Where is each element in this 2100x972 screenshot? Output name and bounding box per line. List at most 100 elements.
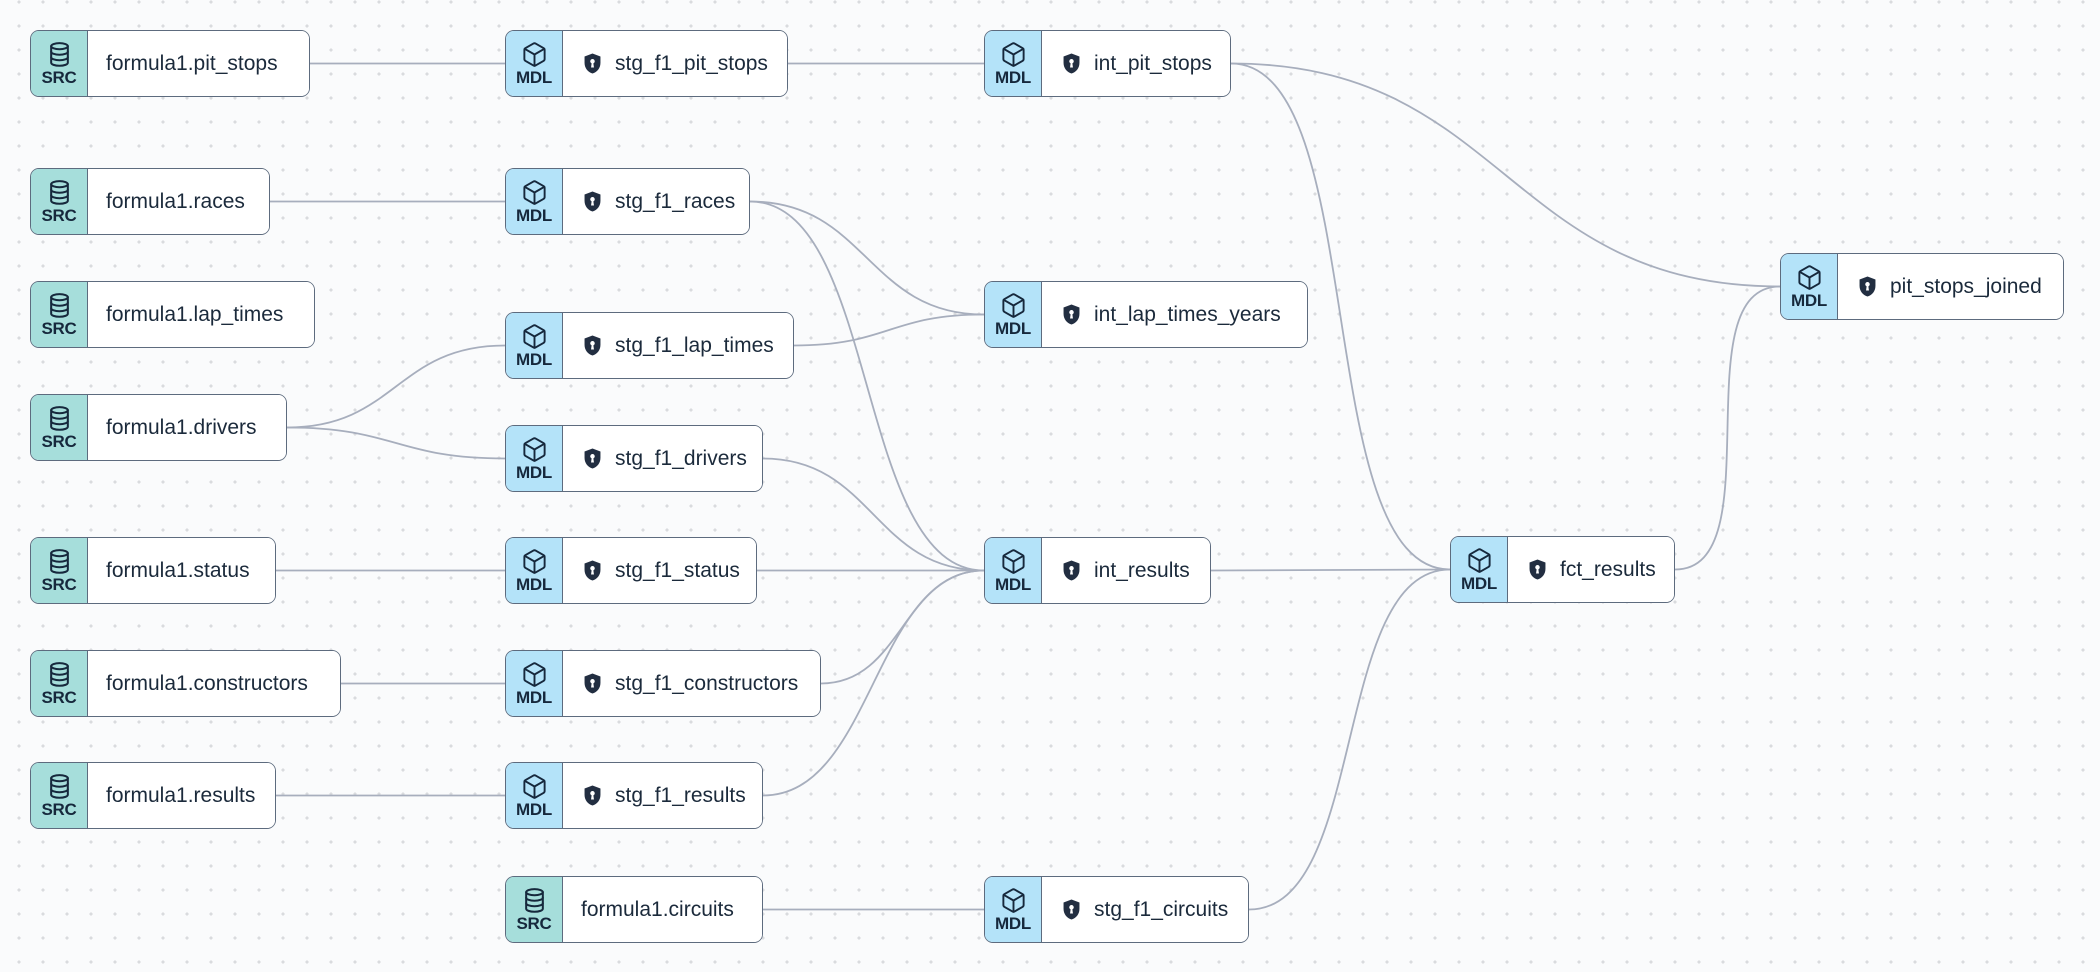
database-icon	[49, 662, 69, 687]
node-label: formula1.status	[106, 558, 250, 582]
mdl-type-badge: MDL	[1781, 254, 1838, 319]
src-type-badge: SRC	[31, 395, 88, 460]
src-type-badge: SRC	[31, 282, 88, 347]
node-formula1.drivers[interactable]: SRC formula1.drivers	[30, 394, 287, 461]
edge-fct_results-to-pit_stops_joined	[1674, 285, 1781, 571]
node-label: stg_f1_pit_stops	[615, 51, 768, 75]
node-type-label: MDL	[516, 688, 552, 707]
shield-lock-icon	[1529, 559, 1546, 580]
node-body: stg_f1_drivers	[563, 426, 762, 491]
node-type-label: SRC	[41, 319, 77, 338]
edge-stg_f1_lap_times-to-int_lap_times_years	[793, 313, 985, 347]
node-body: int_results	[1042, 538, 1210, 603]
node-pit_stops_joined[interactable]: MDL pit_stops_joined	[1780, 253, 2064, 320]
node-formula1.circuits[interactable]: SRC formula1.circuits	[505, 876, 763, 943]
model-cube-icon	[1001, 888, 1025, 913]
node-label: stg_f1_constructors	[615, 671, 799, 695]
node-body: int_lap_times_years	[1042, 282, 1307, 347]
node-body: stg_f1_pit_stops	[563, 31, 787, 96]
node-body: int_pit_stops	[1042, 31, 1230, 96]
shield-lock-icon	[1063, 899, 1080, 920]
src-type-badge: SRC	[31, 763, 88, 828]
node-formula1.lap_times[interactable]: SRC formula1.lap_times	[30, 281, 315, 348]
node-body: formula1.lap_times	[88, 282, 314, 347]
node-type-label: MDL	[516, 463, 552, 482]
edge-stg_f1_circuits-to-fct_results	[1248, 568, 1451, 911]
node-label: formula1.circuits	[581, 897, 734, 921]
mdl-type-badge: MDL	[985, 877, 1042, 942]
mdl-type-badge: MDL	[506, 313, 563, 378]
database-icon	[49, 180, 69, 205]
mdl-type-badge: MDL	[506, 426, 563, 491]
node-type-label: SRC	[516, 914, 552, 933]
database-icon	[524, 888, 544, 913]
node-type-label: MDL	[995, 914, 1031, 933]
model-cube-icon	[1001, 549, 1025, 574]
node-body: formula1.constructors	[88, 651, 340, 716]
model-cube-icon	[522, 324, 546, 349]
node-label: pit_stops_joined	[1890, 274, 2042, 298]
mdl-type-badge: MDL	[506, 538, 563, 603]
node-stg_f1_drivers[interactable]: MDL stg_f1_drivers	[505, 425, 763, 492]
node-label: int_results	[1094, 558, 1190, 582]
database-icon	[49, 293, 69, 318]
node-type-label: SRC	[41, 68, 77, 87]
node-body: formula1.status	[88, 538, 275, 603]
node-type-label: MDL	[995, 68, 1031, 87]
node-label: stg_f1_status	[615, 558, 740, 582]
node-label: formula1.pit_stops	[106, 51, 278, 75]
edge-int_pit_stops-to-pit_stops_joined	[1230, 62, 1781, 288]
model-cube-icon	[522, 42, 546, 67]
mdl-type-badge: MDL	[985, 282, 1042, 347]
node-label: formula1.drivers	[106, 415, 257, 439]
node-int_lap_times_years[interactable]: MDL int_lap_times_years	[984, 281, 1308, 348]
node-stg_f1_status[interactable]: MDL stg_f1_status	[505, 537, 757, 604]
shield-lock-icon	[584, 191, 601, 212]
mdl-type-badge: MDL	[506, 31, 563, 96]
src-type-badge: SRC	[31, 169, 88, 234]
node-label: int_lap_times_years	[1094, 302, 1281, 326]
node-stg_f1_constructors[interactable]: MDL stg_f1_constructors	[505, 650, 821, 717]
node-label: stg_f1_drivers	[615, 446, 747, 470]
node-formula1.pit_stops[interactable]: SRC formula1.pit_stops	[30, 30, 310, 97]
shield-lock-icon	[1063, 560, 1080, 581]
shield-lock-icon	[1063, 53, 1080, 74]
node-body: formula1.races	[88, 169, 269, 234]
node-stg_f1_pit_stops[interactable]: MDL stg_f1_pit_stops	[505, 30, 788, 97]
node-fct_results[interactable]: MDL fct_results	[1450, 536, 1675, 603]
mdl-type-badge: MDL	[506, 763, 563, 828]
node-body: stg_f1_status	[563, 538, 756, 603]
node-type-label: MDL	[516, 206, 552, 225]
mdl-type-badge: MDL	[506, 169, 563, 234]
shield-lock-icon	[584, 335, 601, 356]
node-type-label: SRC	[41, 575, 77, 594]
node-label: formula1.constructors	[106, 671, 308, 695]
node-type-label: MDL	[995, 319, 1031, 338]
node-body: formula1.pit_stops	[88, 31, 309, 96]
node-type-label: MDL	[1791, 291, 1827, 310]
model-cube-icon	[522, 180, 546, 205]
edge-formula1.drivers-to-stg_f1_drivers	[286, 426, 506, 460]
database-icon	[49, 549, 69, 574]
src-type-badge: SRC	[506, 877, 563, 942]
node-formula1.status[interactable]: SRC formula1.status	[30, 537, 276, 604]
node-body: fct_results	[1508, 537, 1674, 602]
node-formula1.constructors[interactable]: SRC formula1.constructors	[30, 650, 341, 717]
shield-lock-icon	[584, 448, 601, 469]
src-type-badge: SRC	[31, 651, 88, 716]
edge-formula1.drivers-to-stg_f1_lap_times	[286, 344, 506, 429]
node-type-label: MDL	[1461, 574, 1497, 593]
src-type-badge: SRC	[31, 31, 88, 96]
edge-stg_f1_races-to-int_results	[749, 200, 985, 572]
shield-lock-icon	[584, 53, 601, 74]
edge-stg_f1_constructors-to-int_results	[820, 569, 985, 685]
node-int_pit_stops[interactable]: MDL int_pit_stops	[984, 30, 1231, 97]
